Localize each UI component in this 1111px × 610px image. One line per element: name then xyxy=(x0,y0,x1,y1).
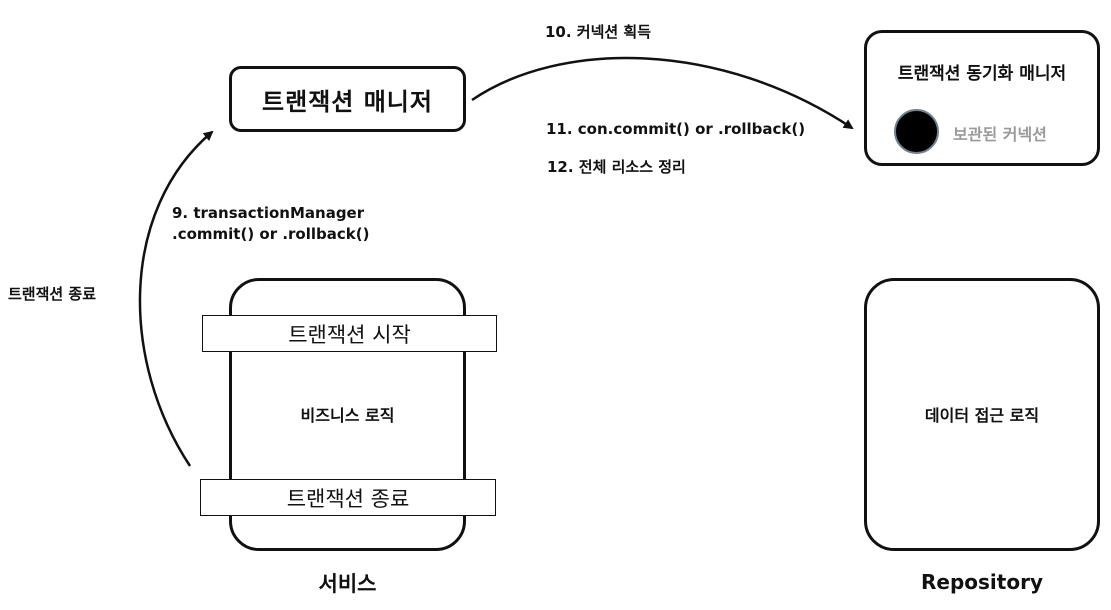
business-logic-label: 비즈니스 로직 xyxy=(300,406,395,425)
step-cleanup-resources: 12. 전체 리소스 정리 xyxy=(547,158,686,176)
transaction-manager-box: 트랜잭션 매니저 xyxy=(229,66,466,132)
arrow-tm-to-sync xyxy=(471,56,854,130)
step-commit-connection: 11. con.commit() or .rollback() xyxy=(546,120,806,138)
sync-manager-box: 트랜잭션 동기화 매니저 보관된 커넥션 xyxy=(864,30,1100,166)
repository-label: Repository xyxy=(921,570,1043,594)
step-tm-commit: 9. transactionManager .commit() or .roll… xyxy=(172,203,369,245)
step-tm-commit-line1: 9. transactionManager xyxy=(172,204,365,222)
repository-box xyxy=(864,278,1100,551)
step-tm-commit-line2: .commit() or .rollback() xyxy=(172,225,370,243)
tx-end-bar: 트랜잭션 종료 xyxy=(200,479,496,516)
step-acquire-connection: 10. 커넥션 획득 xyxy=(545,23,652,41)
held-connection-label: 보관된 커넥션 xyxy=(953,125,1047,144)
sync-manager-title: 트랜잭션 동기화 매니저 xyxy=(897,64,1067,84)
tx-start-bar: 트랜잭션 시작 xyxy=(202,315,497,352)
transaction-manager-title: 트랜잭션 매니저 xyxy=(262,87,433,116)
data-access-logic-label: 데이터 접근 로직 xyxy=(924,406,1040,425)
arrow-service-to-tm xyxy=(138,130,214,467)
service-label: 서비스 xyxy=(318,572,377,596)
connection-dot-icon xyxy=(894,109,939,154)
side-label-tx-end: 트랜잭션 종료 xyxy=(8,285,97,303)
